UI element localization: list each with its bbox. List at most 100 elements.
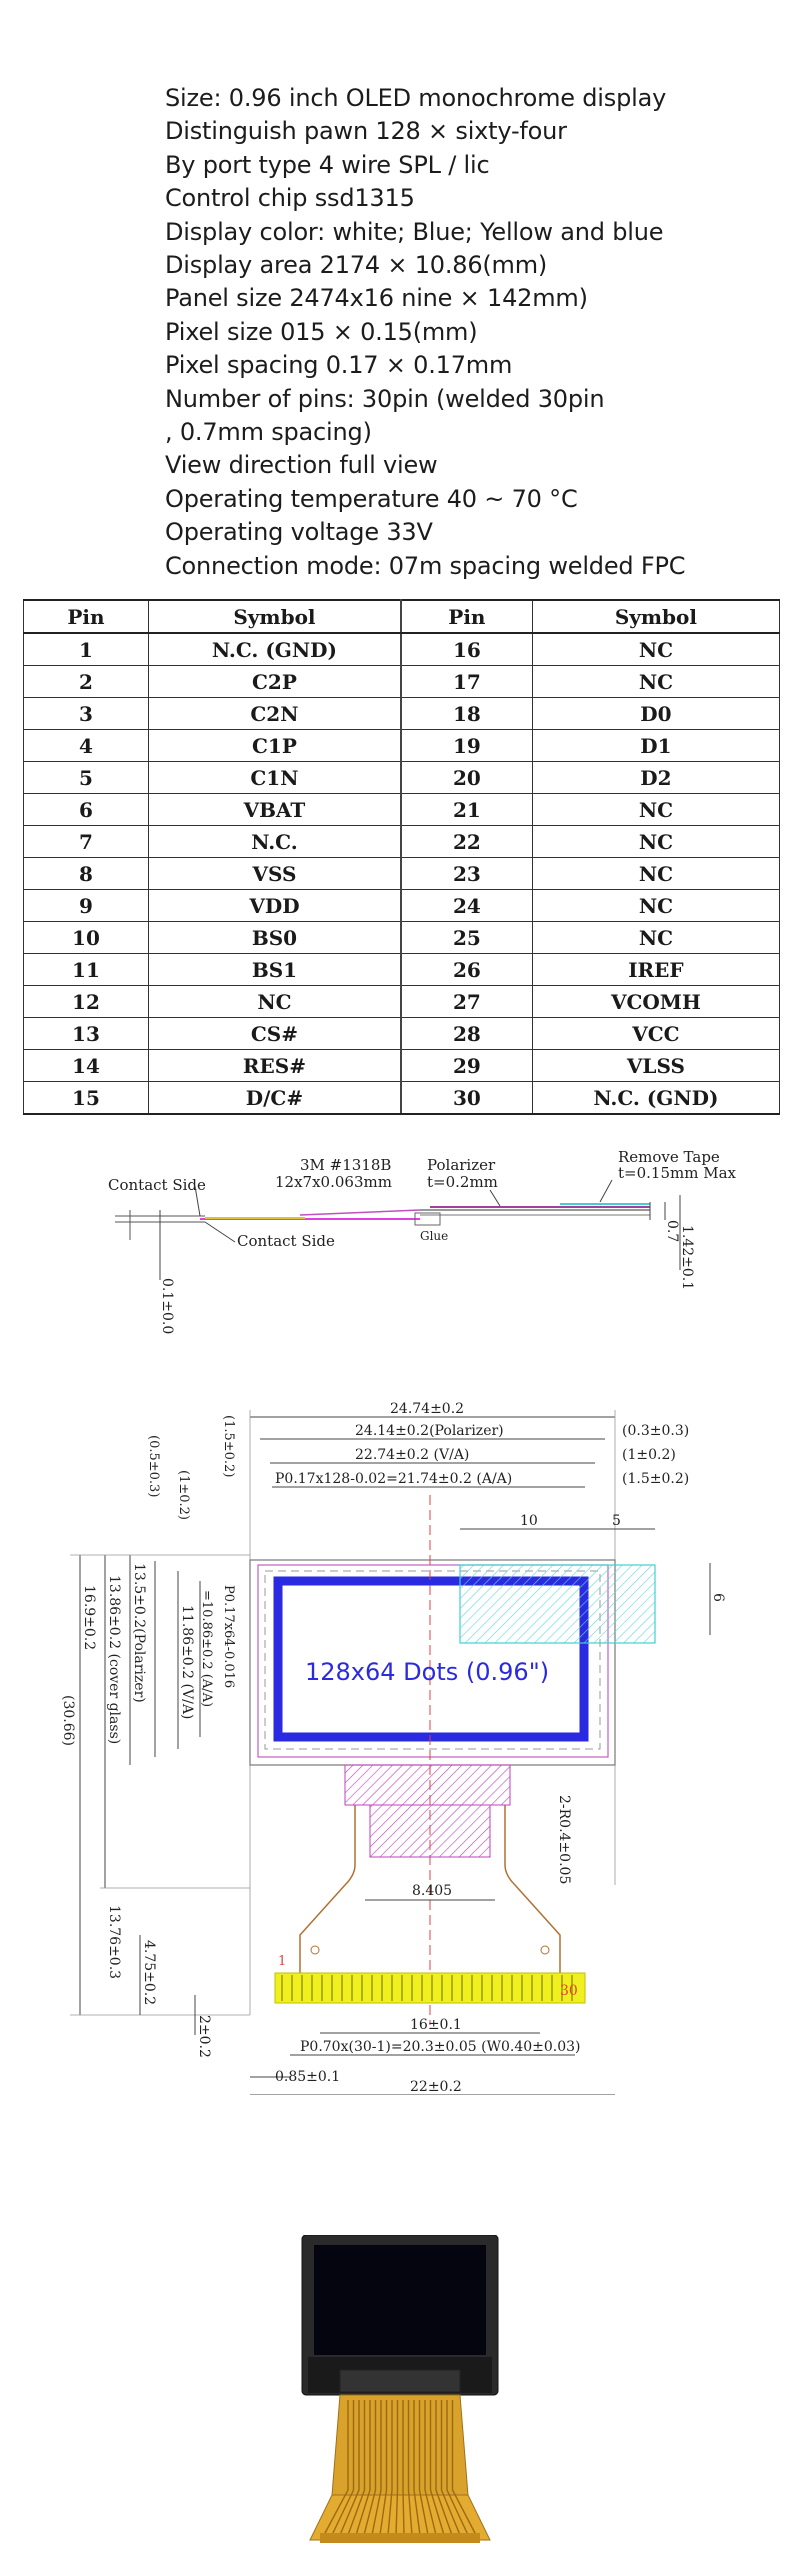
- fpc-trace: [418, 2400, 429, 2536]
- column-header: Symbol: [531, 599, 781, 634]
- pin-number-cell: 9: [23, 889, 149, 922]
- pin-number-cell: 17: [400, 665, 533, 698]
- pin-number-cell: 12: [23, 985, 149, 1018]
- pin-number-cell: 10: [23, 921, 149, 954]
- pin-number-cell: 18: [400, 697, 533, 730]
- polarizer-label: t=0.2mm: [427, 1173, 498, 1191]
- tape-label: 3M #1318B: [300, 1156, 391, 1174]
- pin-symbol-cell: D2: [531, 761, 781, 794]
- pin-symbol-cell: NC: [531, 665, 781, 698]
- dimension-169: 16.9±0.2: [81, 1585, 97, 1650]
- pin-number-cell: 25: [400, 921, 533, 954]
- fpc-stiffener: [369, 1804, 491, 1858]
- dimension-15v: (1.5±0.2): [221, 1415, 236, 1477]
- spec-line: Display color: white; Blue; Yellow and b…: [165, 217, 664, 246]
- fpc-trace: [429, 2400, 445, 2536]
- leader-line: [599, 1179, 613, 1203]
- spec-line: By port type 4 wire SPL / lic: [165, 150, 490, 179]
- fpc-trace: [323, 2400, 349, 2536]
- dimension-1: (1±0.2): [622, 1447, 676, 1463]
- dimension-22: 22±0.2: [410, 2079, 462, 2095]
- pin-symbol-cell: VCC: [531, 1017, 781, 1050]
- dimension-135: 13.5±0.2(Polarizer): [131, 1563, 147, 1703]
- table-header-row: Pin Symbol Pin Symbol: [23, 599, 781, 634]
- pin-symbol-cell: C2N: [147, 697, 402, 730]
- pin-symbol-cell: N.C.: [147, 825, 402, 858]
- dimension-2274: 22.74±0.2 (V/A): [355, 1447, 469, 1463]
- pin-symbol-cell: D0: [531, 697, 781, 730]
- fpc-outline-right: [504, 1805, 561, 1995]
- pin-symbol-cell: VBAT: [147, 793, 402, 826]
- fpc-trace: [440, 2400, 461, 2536]
- active-area: [273, 1576, 589, 1742]
- remove-tape-label: t=0.15mm Max: [618, 1164, 737, 1182]
- fpc-trace: [387, 2400, 393, 2536]
- pin-number-cell: 21: [400, 793, 533, 826]
- pin-symbol-cell: NC: [531, 921, 781, 954]
- fpc-trace: [379, 2400, 388, 2536]
- pin-symbol-cell: N.C. (GND): [147, 632, 402, 666]
- pin-number-cell: 7: [23, 825, 149, 858]
- pin-symbol-cell: C1P: [147, 729, 402, 762]
- remove-tape-area: [459, 1564, 656, 1644]
- glue-block: [414, 1212, 441, 1226]
- dimension-8405: 8.405: [412, 1883, 452, 1899]
- column-header: Symbol: [147, 599, 402, 634]
- fpc-trace: [331, 2400, 355, 2536]
- pin-symbol-cell: BS1: [147, 953, 402, 986]
- pin-number-cell: 4: [23, 729, 149, 762]
- leader-line: [204, 1221, 236, 1243]
- pin-number-cell: 20: [400, 761, 533, 794]
- pin-symbol-cell: N.C. (GND): [531, 1081, 781, 1115]
- pin-number-cell: 5: [23, 761, 149, 794]
- pin-symbol-cell: NC: [531, 889, 781, 922]
- pin-symbol-cell: VDD: [147, 889, 402, 922]
- glue-label: Glue: [420, 1229, 448, 1243]
- contact-side-label: Contact Side: [237, 1232, 335, 1250]
- spec-line: Size: 0.96 inch OLED monochrome display: [165, 84, 667, 112]
- fpc-trace: [413, 2400, 421, 2536]
- pin-number-cell: 26: [400, 953, 533, 986]
- pin-number-cell: 19: [400, 729, 533, 762]
- pin-symbol-cell: D/C#: [147, 1081, 402, 1115]
- pin-symbol-cell: NC: [531, 793, 781, 826]
- pin-symbol-cell: RES#: [147, 1049, 402, 1082]
- dimension-1v: (1±0.2): [176, 1470, 191, 1520]
- dimension-pitch-horizontal: P0.17x128-0.02=21.74±0.2 (A/A): [275, 1471, 512, 1487]
- oled-module-photo: [301, 2235, 499, 2543]
- dimension-1386: 13.86±0.2 (cover glass): [106, 1575, 122, 1744]
- pad-row: [274, 1972, 586, 2004]
- pin-symbol-cell: VCOMH: [531, 985, 781, 1018]
- spec-line: Operating voltage 33V: [165, 518, 433, 547]
- fpc-trace: [451, 2400, 477, 2536]
- leader-line: [194, 1185, 201, 1217]
- pad-first-label: 1: [278, 1954, 286, 1969]
- spec-line: Panel size 2474x16 nine × 142mm): [165, 284, 588, 313]
- fpc-trace: [407, 2400, 413, 2536]
- fpc-trace: [355, 2400, 371, 2536]
- pin-symbol-cell: C1N: [147, 761, 402, 794]
- spec-line: Number of pins: 30pin (welded 30pin: [165, 384, 605, 413]
- pin-number-cell: 13: [23, 1017, 149, 1050]
- pin-number-cell: 14: [23, 1049, 149, 1082]
- fpc-outline-left: [299, 1805, 356, 1995]
- dimension-3066: (30.66): [60, 1695, 76, 1746]
- dimension-1086: =10.86±0.2 (A/A): [199, 1590, 214, 1707]
- pin-number-cell: 16: [400, 632, 533, 666]
- pin-number-cell: 15: [23, 1081, 149, 1115]
- side-view-drawing: Contact Side Contact Side 3M #1318B 12x7…: [108, 1150, 737, 1335]
- pin-symbol-cell: D1: [531, 729, 781, 762]
- pin-number-cell: 27: [400, 985, 533, 1018]
- spec-list: Size: 0.96 inch OLED monochrome display …: [165, 82, 765, 583]
- column-header: Pin: [400, 599, 533, 634]
